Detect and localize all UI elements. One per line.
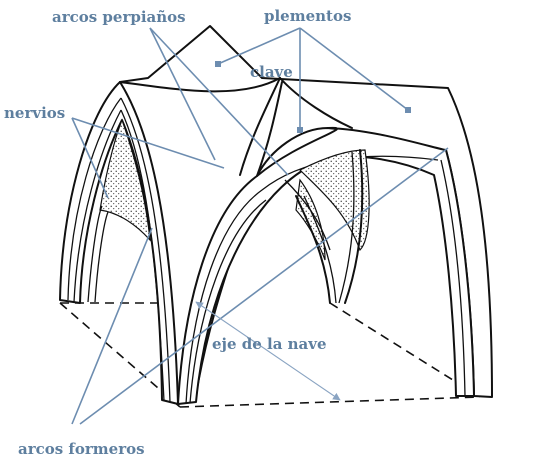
marker-plemento-3 (405, 107, 411, 113)
annotation-pointers (71, 27, 449, 425)
label-arcos-formeros: arcos formeros (18, 440, 145, 458)
label-clave: clave (250, 63, 293, 81)
diagonal-ribs (119, 25, 353, 177)
label-eje-de-la-nave: eje de la nave (212, 335, 327, 353)
right-stipple (298, 149, 370, 252)
rib-clave-to-front (239, 77, 281, 176)
pointer-plementos-1 (217, 27, 301, 65)
pointer-formeros-2 (79, 147, 449, 425)
mid-stipple (295, 178, 326, 261)
pointer-formeros-1 (71, 227, 153, 425)
nave-axis-arrow (195, 301, 341, 401)
pointer-plementos-3 (299, 27, 409, 111)
label-nervios: nervios (4, 104, 65, 122)
left-stipple (99, 118, 151, 242)
pointer-nervios-2 (71, 117, 225, 169)
marker-plemento-1 (215, 61, 221, 67)
labels: arcos perpiaños plementos clave nervios … (4, 7, 351, 458)
rib-left-to-clave (119, 77, 281, 93)
pointer-perpianos-1 (149, 27, 216, 161)
rib-clave-right (279, 77, 353, 129)
pointer-nervios-1 (71, 117, 109, 199)
floor-plan (59, 302, 481, 408)
label-plementos: plementos (264, 7, 351, 25)
pointer-perpianos-2 (149, 27, 289, 176)
marker-plemento-2 (297, 127, 303, 133)
left-formeret-arch (59, 81, 179, 405)
label-arcos-perpianos: arcos perpiaños (52, 8, 186, 26)
